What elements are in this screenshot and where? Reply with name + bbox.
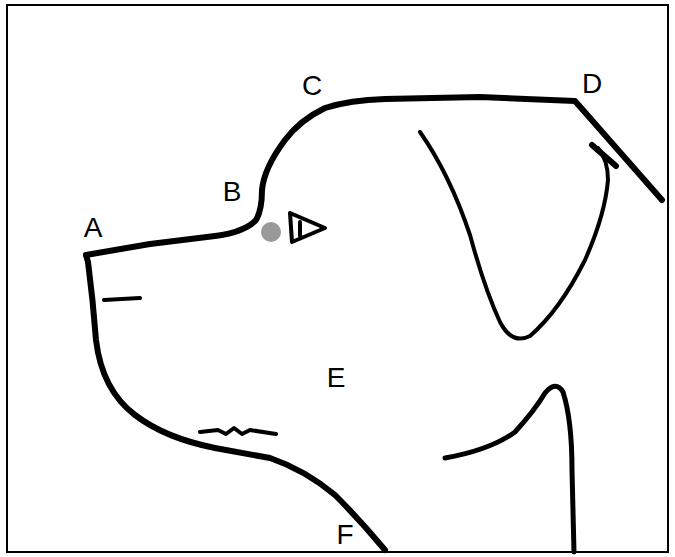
ear-outline (420, 132, 608, 339)
point-letter: D (582, 70, 602, 98)
point-letter: F (336, 521, 353, 549)
eye (290, 213, 325, 242)
lip-line (200, 428, 276, 434)
head-top-outline (86, 97, 662, 255)
point-letter: B (223, 178, 242, 206)
point-letter: E (327, 364, 346, 392)
neck-outline (445, 386, 574, 552)
point-letter: A (84, 214, 103, 242)
mouth-line (104, 298, 140, 300)
point-letter: C (302, 72, 322, 100)
frame (7, 5, 668, 552)
marker-dot (261, 222, 281, 242)
muzzle-outline (86, 255, 385, 550)
